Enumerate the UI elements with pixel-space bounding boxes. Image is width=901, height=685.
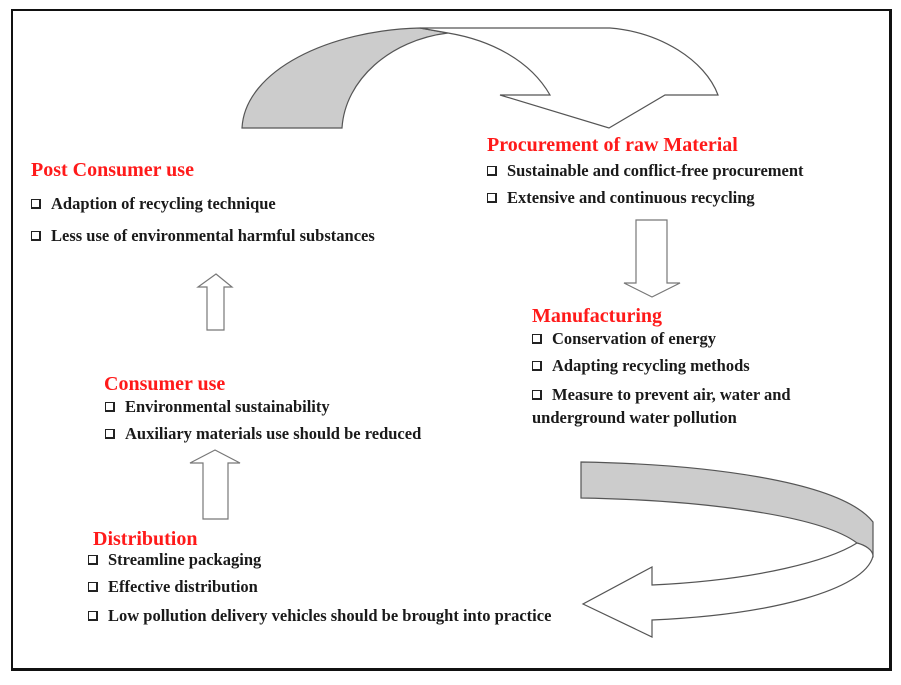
arrow-up-icon <box>196 273 234 331</box>
checkbox-bullet-icon <box>105 402 115 412</box>
stage-title: Consumer use <box>104 373 226 395</box>
list-item: Extensive and continuous recycling <box>487 188 804 207</box>
checkbox-bullet-icon <box>31 199 41 209</box>
list-item: Effective distribution <box>88 577 583 596</box>
list-item: Streamline packaging <box>88 550 583 569</box>
list-item: Sustainable and conflict-free procuremen… <box>487 161 804 180</box>
curved-arrow-top-head <box>419 27 719 129</box>
list-item: Less use of environmental harmful substa… <box>31 226 375 245</box>
arrow-up-icon <box>189 449 241 520</box>
list-item: Environmental sustainability <box>105 397 421 416</box>
diagram-frame <box>11 9 892 671</box>
arrow-down-icon <box>623 219 681 298</box>
list-item: Low pollution delivery vehicles should b… <box>88 604 583 627</box>
stage-title: Distribution <box>93 528 198 550</box>
stage-consumer-use: Consumer use Environmental sustainabilit… <box>104 372 421 451</box>
checkbox-bullet-icon <box>105 429 115 439</box>
list-item: Adaption of recycling technique <box>31 194 375 213</box>
curved-arrow-top-shaded-band <box>241 27 449 129</box>
checkbox-bullet-icon <box>88 582 98 592</box>
checkbox-bullet-icon <box>88 555 98 565</box>
curved-arrow-bottom-shaded-band <box>580 461 874 558</box>
checkbox-bullet-icon <box>532 334 542 344</box>
list-item: Auxiliary materials use should be reduce… <box>105 424 421 443</box>
stage-title: Procurement of raw Material <box>487 134 738 156</box>
curved-arrow-bottom-head <box>581 542 874 638</box>
checkbox-bullet-icon <box>532 390 542 400</box>
list-item: Conservation of energy <box>532 329 872 348</box>
list-item: Adapting recycling methods <box>532 356 872 375</box>
checkbox-bullet-icon <box>88 611 98 621</box>
stage-title: Post Consumer use <box>31 159 194 181</box>
list-item: Measure to prevent air, water and underg… <box>532 385 791 427</box>
checkbox-bullet-icon <box>487 166 497 176</box>
checkbox-bullet-icon <box>532 361 542 371</box>
stage-distribution: Distribution Streamline packaging Effect… <box>88 527 583 635</box>
checkbox-bullet-icon <box>31 231 41 241</box>
stage-title: Manufacturing <box>532 305 662 327</box>
stage-post-consumer-use: Post Consumer use Adaption of recycling … <box>31 158 375 253</box>
stage-procurement: Procurement of raw Material Sustainable … <box>487 133 804 215</box>
stage-manufacturing: Manufacturing Conservation of energy Ada… <box>532 304 872 437</box>
checkbox-bullet-icon <box>487 193 497 203</box>
